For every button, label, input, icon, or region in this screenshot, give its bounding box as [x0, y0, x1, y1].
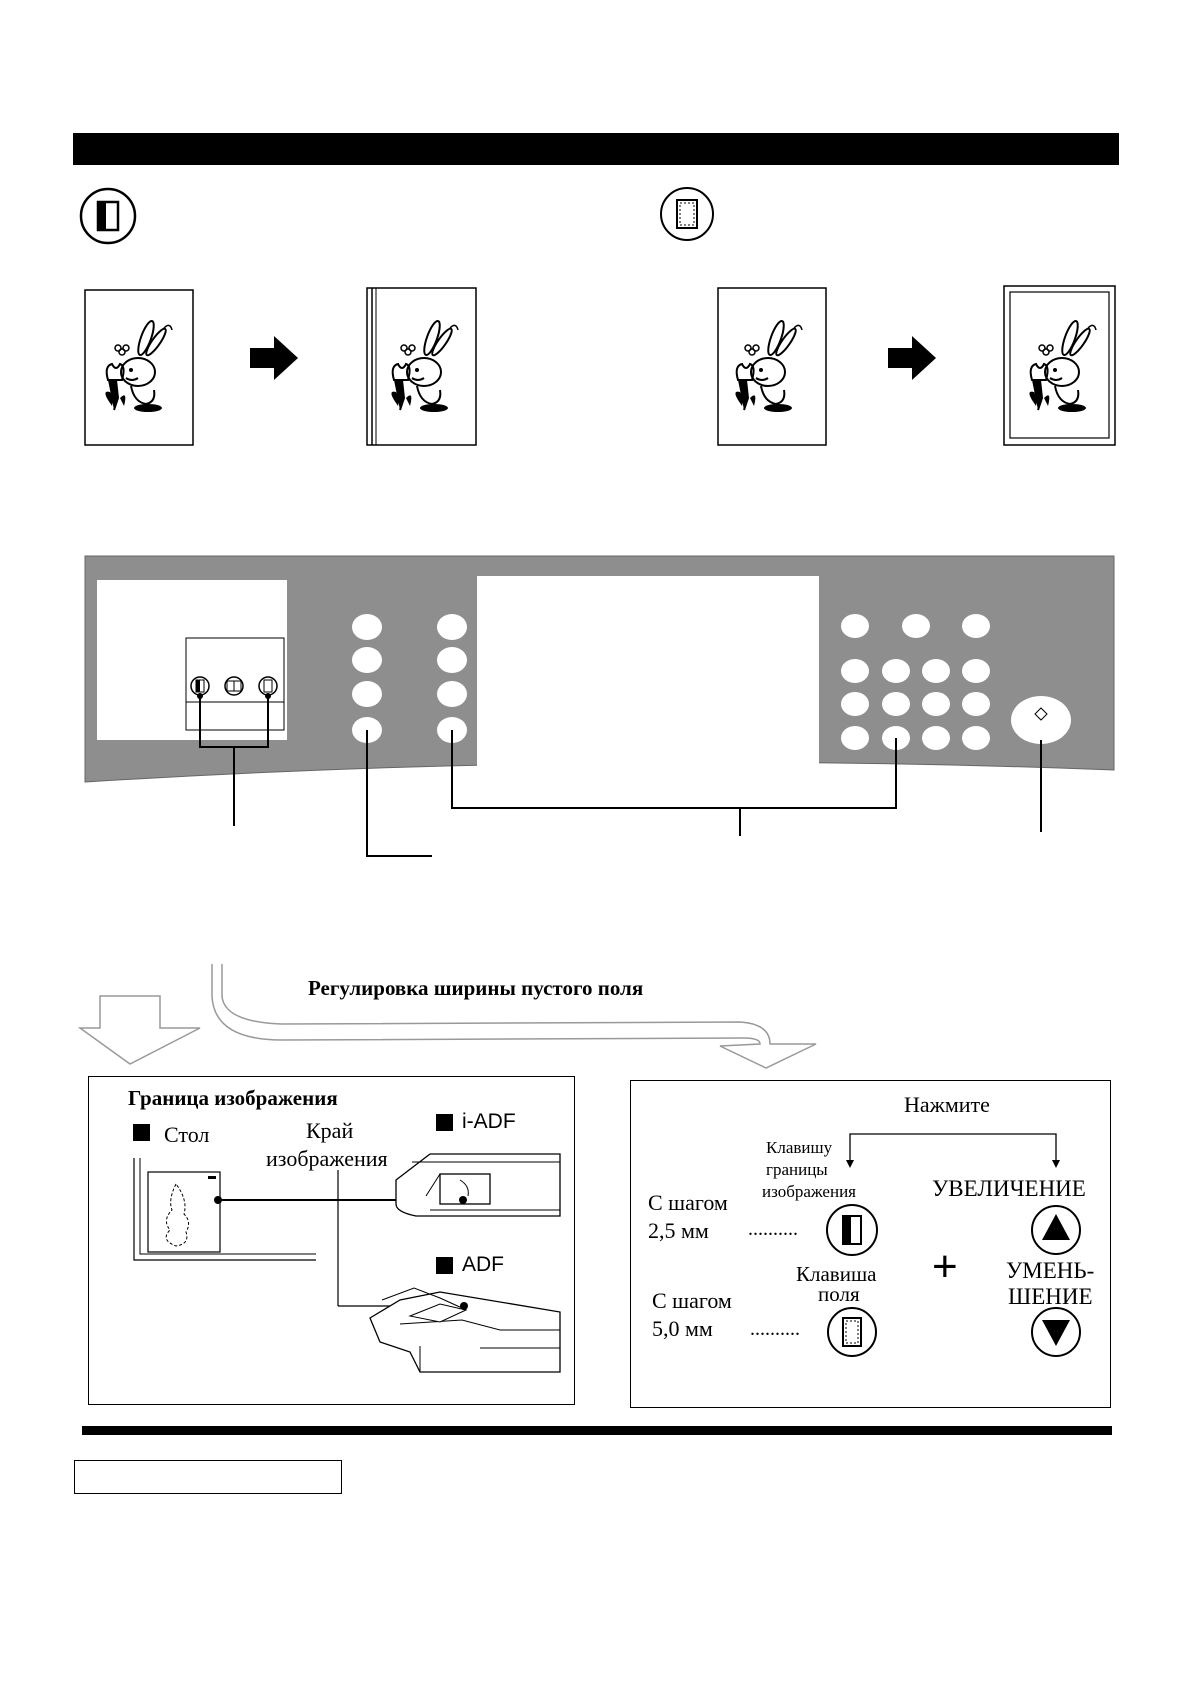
- adf-bullet: [436, 1257, 453, 1274]
- table-label: Стол: [164, 1122, 210, 1147]
- edge-label-line2: изображения: [266, 1146, 388, 1171]
- adjust-heading: Регулировка ширины пустого поля: [308, 976, 644, 1000]
- scanner-illustration: [133, 1153, 561, 1373]
- step2-line2: 5,0 мм: [652, 1316, 713, 1341]
- step1-line1: С шагом: [648, 1190, 728, 1215]
- header-bar: [73, 133, 1119, 165]
- step1-line2: 2,5 мм: [648, 1218, 709, 1243]
- frame-margin-icon: [660, 187, 714, 241]
- increase-label: УВЕЛИЧЕНИЕ: [932, 1176, 1086, 1201]
- border-key-line1: Клавишу: [766, 1138, 833, 1157]
- step2-line1: С шагом: [652, 1288, 732, 1313]
- press-keys-diagram: [826, 1133, 1081, 1357]
- adf-label: ADF: [462, 1253, 504, 1276]
- image-border-icon: [79, 187, 137, 245]
- iadf-label: i-ADF: [462, 1110, 516, 1133]
- press-instructions-box: [630, 1080, 1111, 1408]
- flow-arrows: [77, 964, 817, 1069]
- press-label: Нажмите: [904, 1092, 990, 1117]
- footer-bar: [82, 1426, 1112, 1435]
- up-arrow-icon: [1031, 1205, 1081, 1255]
- plus-sign: +: [932, 1242, 958, 1291]
- table-bullet: [133, 1124, 150, 1141]
- margin-key-icon: [827, 1307, 877, 1357]
- decrease-line2: ШЕНИЕ: [1008, 1284, 1093, 1309]
- margin-key-line1: Клавиша: [796, 1262, 877, 1286]
- image-border-title: Граница изображения: [128, 1086, 338, 1110]
- border-key-line2: границы: [766, 1160, 828, 1179]
- image-border-box: [88, 1076, 575, 1405]
- step2-dots: ..........: [750, 1318, 800, 1340]
- control-panel: [84, 555, 1115, 857]
- margin-key-line2: поля: [818, 1282, 860, 1306]
- step1-dots: ..........: [748, 1218, 798, 1240]
- bunny-examples: [84, 285, 1116, 446]
- down-arrow-icon: [1031, 1307, 1081, 1357]
- footer-empty-box: [74, 1460, 342, 1494]
- edge-label-line1: Край: [306, 1118, 354, 1143]
- border-key-icon: [826, 1204, 878, 1256]
- iadf-bullet: [436, 1114, 453, 1131]
- decrease-line1: УМЕНЬ-: [1006, 1258, 1095, 1283]
- border-key-line3: изображения: [762, 1182, 856, 1201]
